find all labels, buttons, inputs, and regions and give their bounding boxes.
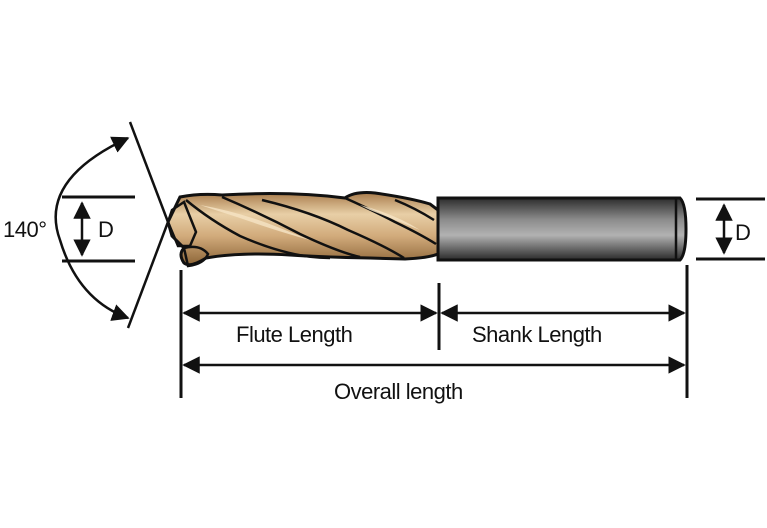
helix-line-4: [344, 196, 437, 246]
shank: [436, 196, 688, 262]
flute-length-annotation: Flute Length: [182, 304, 438, 347]
drill-body: [166, 191, 688, 268]
angle-arc: [54, 136, 130, 321]
length-extension-lines: [179, 265, 689, 398]
diameter-right-label: D: [735, 220, 750, 245]
overall-length-annotation: Overall length: [182, 356, 686, 404]
helix-line-3: [261, 198, 405, 260]
point-angle-annotation: 140°: [3, 121, 170, 329]
flute-highlight-2: [360, 205, 420, 230]
shank-length-label: Shank Length: [472, 322, 602, 347]
diameter-left-label: D: [98, 217, 113, 242]
drill-tip-lower: [182, 245, 210, 268]
angle-label: 140°: [3, 217, 47, 242]
helix-line-2: [221, 195, 361, 259]
diameter-right-annotation: D: [696, 197, 765, 261]
helix-line-5: [394, 198, 435, 222]
flute-highlight-1: [200, 205, 310, 240]
shank-length-annotation: Shank Length: [440, 304, 686, 347]
angle-line-lower: [126, 221, 170, 329]
flute-length-label: Flute Length: [236, 322, 352, 347]
angle-line-upper: [128, 121, 170, 223]
diameter-left-annotation: D: [62, 195, 135, 263]
helix-line-1: [185, 199, 331, 260]
overall-length-label: Overall length: [334, 379, 463, 404]
